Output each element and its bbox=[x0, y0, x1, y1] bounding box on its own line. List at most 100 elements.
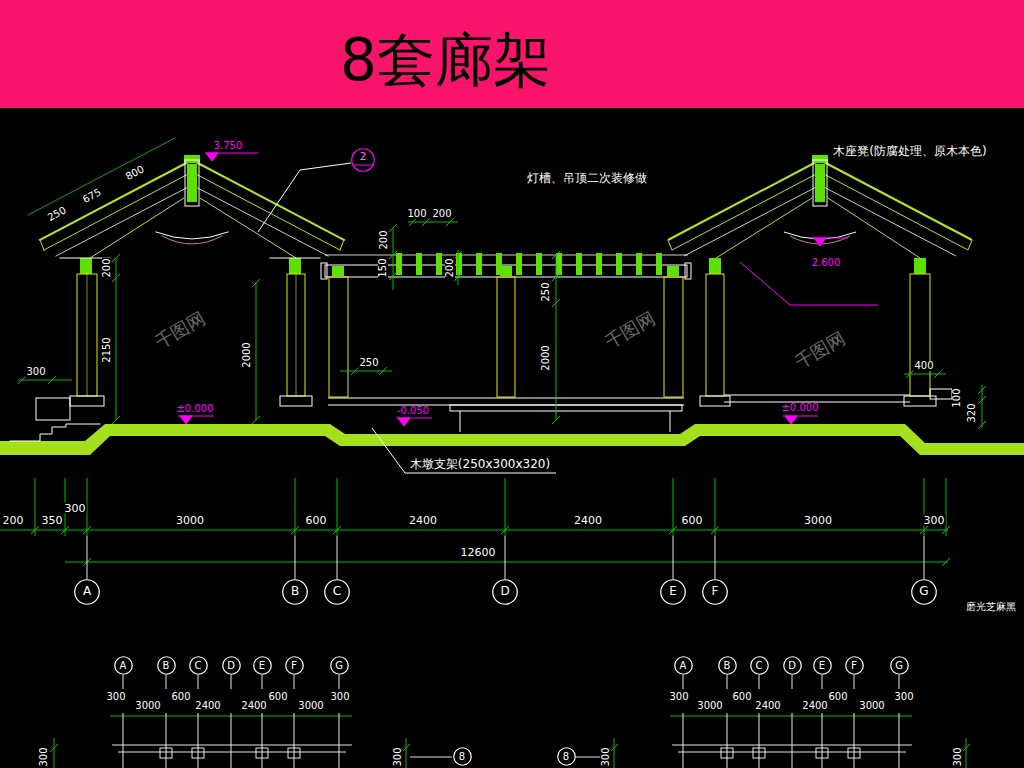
circle-letter: B bbox=[163, 660, 170, 671]
dimension-text: 800 bbox=[123, 164, 146, 183]
axis-circle: C bbox=[324, 579, 350, 605]
axis-circle: F bbox=[702, 579, 728, 605]
elevation-value: 3.750 bbox=[213, 141, 244, 151]
dimension-text: 200 bbox=[2, 515, 25, 526]
axis-circle: F bbox=[845, 656, 864, 675]
axis-circle: G bbox=[890, 656, 909, 675]
elevation-marks bbox=[178, 153, 848, 426]
axis-circle: G bbox=[330, 656, 349, 675]
dimension-text: 2400 bbox=[408, 515, 438, 526]
circle-letter: F bbox=[851, 660, 857, 671]
dimension-text: 300 bbox=[105, 692, 126, 702]
dimension-text: 250 bbox=[358, 358, 379, 368]
axis-circle: D bbox=[222, 656, 241, 675]
circle-letter: G bbox=[895, 660, 903, 671]
dimension-text: 3000 bbox=[134, 701, 161, 711]
dimension-text: 350 bbox=[41, 515, 64, 526]
elevation-value: ±0.000 bbox=[175, 404, 214, 414]
dimension-text: 3000 bbox=[803, 515, 833, 526]
dimension-text: 600 bbox=[267, 692, 288, 702]
axis-circle: G bbox=[911, 579, 937, 605]
dimension-text: 600 bbox=[731, 692, 752, 702]
axis-circle: D bbox=[492, 579, 518, 605]
watermark: 千图网 bbox=[791, 328, 848, 372]
dimension-text: 2400 bbox=[240, 701, 267, 711]
note-text: 灯槽、吊顶二次装修做 bbox=[526, 172, 648, 184]
dimension-text: 2000 bbox=[242, 341, 252, 368]
note-text: 木墩支架(250x300x320) bbox=[409, 458, 551, 470]
dimension-text: 300 bbox=[329, 692, 350, 702]
pergola bbox=[321, 253, 691, 432]
circle-letter: C bbox=[333, 585, 341, 598]
axis-circle: D bbox=[783, 656, 802, 675]
circle-letter: B bbox=[724, 660, 731, 671]
axis-circle: E bbox=[660, 579, 686, 605]
elevation-value: 2.600 bbox=[811, 258, 842, 268]
note-text: 磨光芝麻黑 bbox=[965, 602, 1017, 612]
axis-circle: B bbox=[157, 656, 176, 675]
dimension-text: 2400 bbox=[754, 701, 781, 711]
dimension-text: 600 bbox=[170, 692, 191, 702]
circle-letter: E bbox=[819, 660, 825, 671]
elevation-value: -0.050 bbox=[396, 406, 430, 416]
circle-letter: 8 bbox=[563, 751, 569, 762]
axis-circle: F bbox=[285, 656, 304, 675]
right-pavilion bbox=[668, 155, 972, 406]
dimension-text: 250 bbox=[45, 205, 68, 224]
axis-circle: C bbox=[189, 656, 208, 675]
note-text: 木座凳(防腐处理、原木本色) bbox=[832, 145, 987, 157]
dimension-text: 300 bbox=[64, 503, 87, 514]
axis-circle: A bbox=[674, 656, 693, 675]
dimension-text: 12600 bbox=[460, 547, 497, 558]
circle-letter: G bbox=[919, 585, 928, 598]
dimension-text: 150 bbox=[378, 257, 388, 278]
dimension-text: 400 bbox=[913, 361, 934, 371]
dimension-text: 300 bbox=[25, 367, 46, 377]
drawing-title: 8套廊架 bbox=[340, 31, 551, 89]
axis-circle: A bbox=[114, 656, 133, 675]
leader-lines bbox=[258, 163, 556, 473]
axis-circle: B bbox=[282, 579, 308, 605]
elevation-value: ±0.000 bbox=[780, 403, 819, 413]
dimension-text: 300 bbox=[39, 746, 49, 767]
dimension-text: 2400 bbox=[801, 701, 828, 711]
dimension-text: 300 bbox=[601, 746, 611, 767]
axis-circle: C bbox=[750, 656, 769, 675]
circle-letter: D bbox=[788, 660, 796, 671]
dimension-text: 3000 bbox=[858, 701, 885, 711]
dimension-text: 2400 bbox=[194, 701, 221, 711]
ground bbox=[0, 424, 1024, 455]
circle-letter: A bbox=[680, 660, 687, 671]
dimension-text: 3000 bbox=[175, 515, 205, 526]
axis-lines bbox=[87, 536, 924, 768]
circle-letter: C bbox=[756, 660, 763, 671]
dimension-text: 3000 bbox=[297, 701, 324, 711]
dimension-text: 200 bbox=[431, 209, 452, 219]
dimension-text: 600 bbox=[827, 692, 848, 702]
circle-letter: E bbox=[669, 585, 677, 598]
circle-letter: B bbox=[291, 585, 299, 598]
watermark: 千图网 bbox=[601, 308, 658, 352]
circle-letter: E bbox=[259, 660, 265, 671]
circle-letter: G bbox=[335, 660, 343, 671]
title-band bbox=[0, 0, 1024, 108]
dimension-lines bbox=[0, 218, 986, 768]
circle-letter: D bbox=[500, 585, 509, 598]
circle-letter: C bbox=[195, 660, 202, 671]
circle-letter: F bbox=[291, 660, 297, 671]
dimension-text: 600 bbox=[681, 515, 704, 526]
detail-circle: 8 bbox=[557, 747, 576, 766]
circle-letter: 8 bbox=[459, 751, 465, 762]
watermark: 千图网 bbox=[151, 308, 208, 352]
circle-letter: D bbox=[227, 660, 235, 671]
detail-circle: 8 bbox=[453, 747, 472, 766]
dimension-text: 675 bbox=[80, 187, 103, 206]
dimension-text: 200 bbox=[445, 257, 455, 278]
dimension-text: 300 bbox=[668, 692, 689, 702]
dimension-text: 300 bbox=[953, 746, 963, 767]
axis-circle: A bbox=[74, 579, 100, 605]
dimension-text: 300 bbox=[393, 746, 403, 767]
axis-circle: E bbox=[253, 656, 272, 675]
axis-circle: E bbox=[813, 656, 832, 675]
circle-letter: A bbox=[83, 585, 91, 598]
